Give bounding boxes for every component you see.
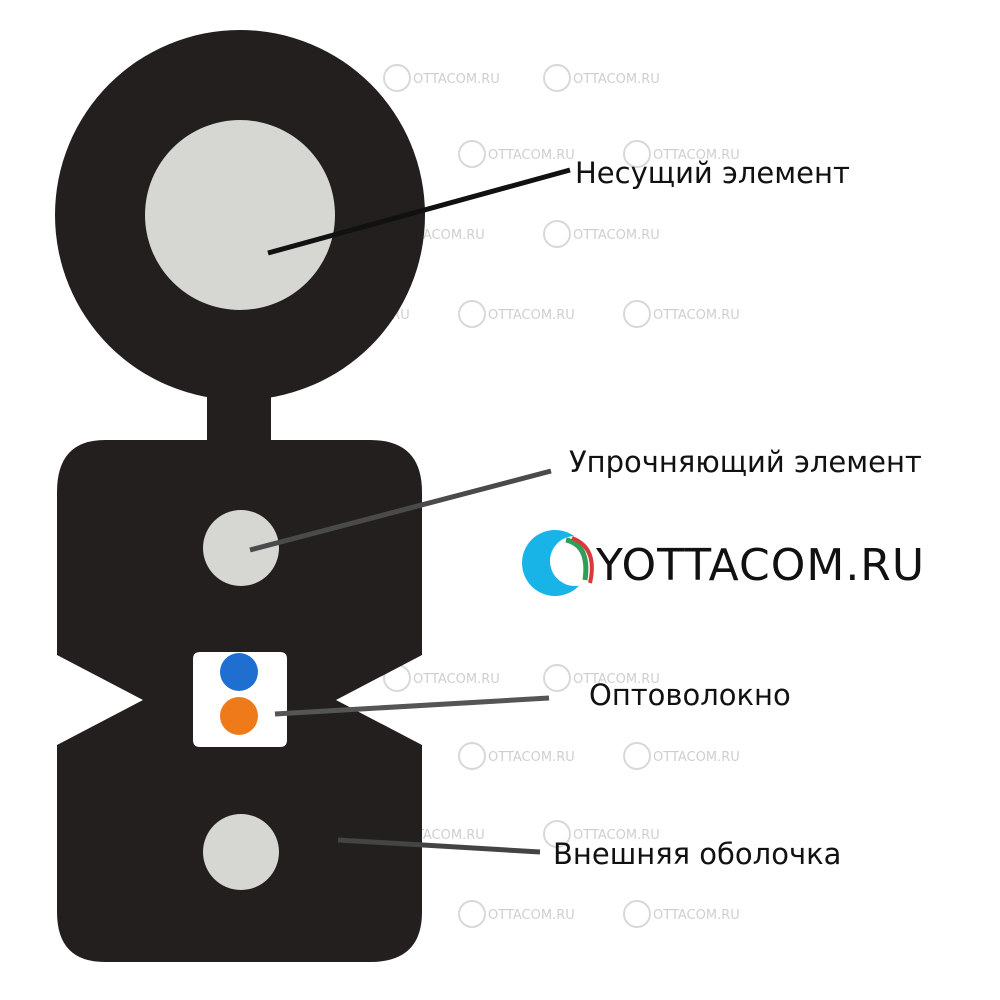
carrier-element-rod xyxy=(145,120,335,310)
watermark-text: OTTACOM.RU xyxy=(488,148,575,163)
leader-strength xyxy=(249,468,552,553)
watermark-text: OTTACOM.RU xyxy=(573,72,660,87)
yottacom-leaf-icon xyxy=(458,900,486,928)
strength-member-top xyxy=(203,510,279,586)
watermark-mark: OTTACOM.RU xyxy=(543,64,660,92)
watermark-text: OTTACOM.RU xyxy=(488,308,575,323)
watermark-text: OTTACOM.RU xyxy=(653,148,740,163)
watermark-text: OTTACOM.RU xyxy=(413,72,500,87)
watermark-text: OTTACOM.RU xyxy=(413,672,500,687)
yottacom-leaf-icon xyxy=(458,140,486,168)
yottacom-leaf-icon xyxy=(543,664,571,692)
watermark-mark: OTTACOM.RU xyxy=(623,900,740,928)
logo-text: YOTTACOM.RU xyxy=(595,540,925,591)
leader-lines xyxy=(249,167,571,855)
watermark-mark: OTTACOM.RU xyxy=(383,64,500,92)
yottacom-leaf-icon xyxy=(458,300,486,328)
watermark-text: OTTACOM.RU xyxy=(488,750,575,765)
leader-carrier xyxy=(267,167,571,256)
leader-sheath xyxy=(337,837,541,855)
watermark-mark: OTTACOM.RU xyxy=(543,220,660,248)
watermark-mark: OTTACOM.RU xyxy=(383,664,500,692)
watermark-text: OTTACOM.RU xyxy=(653,750,740,765)
yottacom-logo-icon xyxy=(522,530,600,596)
label-strength-element: Упрочняющий элемент xyxy=(569,445,922,479)
watermark-mark: OTTACOM.RU xyxy=(458,300,575,328)
yottacom-logo: YOTTACOM.RU xyxy=(522,530,925,596)
strength-member-bottom xyxy=(203,814,279,890)
fiber-orange xyxy=(220,697,258,735)
watermark-mark: OTTACOM.RU xyxy=(543,664,660,692)
watermark-mark: OTTACOM.RU xyxy=(458,140,575,168)
leader-fiber xyxy=(274,695,550,717)
fiber-blue xyxy=(220,653,258,691)
watermark-mark: OTTACOM.RU xyxy=(458,900,575,928)
callout-labels: Несущий элемент Упрочняющий элемент Опто… xyxy=(553,156,922,871)
watermark-text: OTTACOM.RU xyxy=(653,908,740,923)
yottacom-leaf-icon xyxy=(623,742,651,770)
yottacom-leaf-icon xyxy=(458,742,486,770)
yottacom-leaf-icon xyxy=(543,220,571,248)
label-carrier-element: Несущий элемент xyxy=(575,156,850,190)
watermark-mark: OTTACOM.RU xyxy=(458,742,575,770)
watermark-text: OTTACOM.RU xyxy=(573,672,660,687)
yottacom-leaf-icon xyxy=(383,64,411,92)
yottacom-leaf-icon xyxy=(543,820,571,848)
watermark-text: OTTACOM.RU xyxy=(653,308,740,323)
yottacom-leaf-icon xyxy=(623,900,651,928)
cable-body xyxy=(55,30,425,962)
watermark-mark: OTTACOM.RU xyxy=(623,742,740,770)
yottacom-leaf-icon xyxy=(543,64,571,92)
label-outer-sheath: Внешняя оболочка xyxy=(553,837,841,871)
yottacom-leaf-icon xyxy=(623,140,651,168)
watermark-text: OTTACOM.RU xyxy=(573,828,660,843)
watermark-mark: OTTACOM.RU xyxy=(623,300,740,328)
watermark-mark: OTTACOM.RU xyxy=(623,140,740,168)
label-optical-fiber: Оптоволокно xyxy=(589,678,791,712)
yottacom-leaf-icon xyxy=(623,300,651,328)
watermark-text: OTTACOM.RU xyxy=(573,228,660,243)
watermark-text: OTTACOM.RU xyxy=(488,908,575,923)
watermark-mark: OTTACOM.RU xyxy=(543,820,660,848)
